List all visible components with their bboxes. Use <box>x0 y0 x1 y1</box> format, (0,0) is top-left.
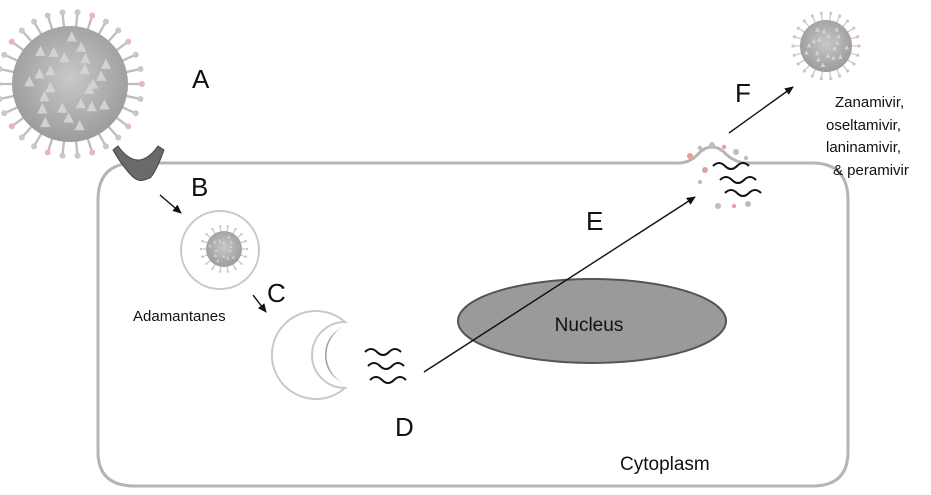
nucleus-label: Nucleus <box>555 315 624 336</box>
inhibitor-line-4: & peramivir <box>833 162 909 179</box>
neuraminidase-inhibitors-label: Zanamivir, oseltamivir, laninamivir, & p… <box>826 94 909 179</box>
inhibitor-line-3: laninamivir, <box>826 139 901 156</box>
released-virion <box>791 12 860 81</box>
step-b-label: B <box>191 172 208 202</box>
influenza-virion-a <box>0 9 145 158</box>
inhibitor-line-1: Zanamivir, <box>835 94 904 111</box>
step-f-label: F <box>735 78 751 108</box>
step-d-label: D <box>395 412 414 442</box>
inhibitor-line-2: oseltamivir, <box>826 117 901 134</box>
step-c-label: C <box>267 278 286 308</box>
step-e-label: E <box>586 206 603 236</box>
cytoplasm-label: Cytoplasm <box>620 454 710 475</box>
adamantanes-label: Adamantanes <box>133 308 226 325</box>
step-a-label: A <box>192 64 210 94</box>
